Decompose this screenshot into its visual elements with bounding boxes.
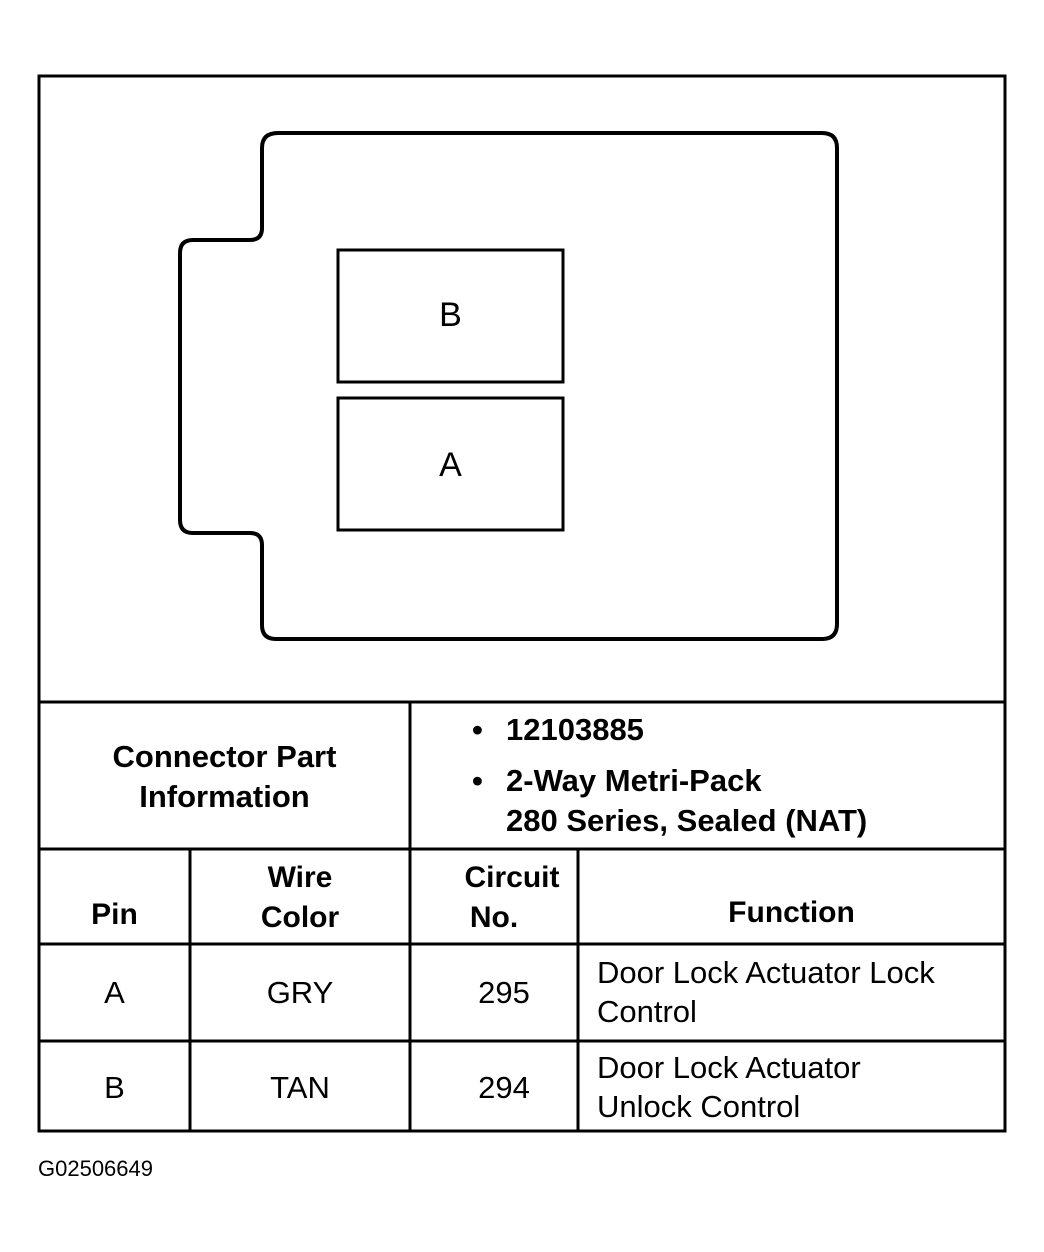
pin-b-cavity <box>336 248 565 384</box>
row-a-wire-color: GRY <box>266 975 334 1010</box>
pin-b-label: B <box>439 296 462 334</box>
part-info-label-line1: Connector Part <box>112 739 337 774</box>
header-circuit-line1: Circuit <box>464 861 560 894</box>
row-a-function: Door Lock Actuator Lock Control <box>597 953 1001 1031</box>
row-b-pin: B <box>104 1070 125 1105</box>
row-a-circuit: 295 <box>478 975 530 1010</box>
row-b-circuit: 294 <box>478 1070 530 1105</box>
part-number-bullet: • <box>472 712 483 747</box>
row-a-function-line2: Control <box>597 994 697 1029</box>
header-wire-color-line1: Wire <box>267 861 333 894</box>
header-wire-color-line2: Color <box>260 901 340 934</box>
figure-id: G02506649 <box>38 1156 153 1181</box>
part-number: 12103885 <box>506 712 644 747</box>
part-info-label: Connector Part Information <box>39 737 410 817</box>
row-a-pin: A <box>104 975 125 1010</box>
header-circuit-line2: No. <box>469 901 519 934</box>
outer-border <box>37 74 1007 1133</box>
part-info-label-line2: Information <box>139 779 310 814</box>
header-pin: Pin <box>91 898 138 931</box>
connector-type: 2-Way Metri-Pack <box>506 763 762 798</box>
header-wire-color: Wire Color <box>190 858 410 938</box>
header-circuit-no: Circuit No. <box>410 858 578 938</box>
row-b-function-line2: Unlock Control <box>597 1089 801 1124</box>
row-b-function: Door Lock Actuator Unlock Control <box>597 1048 1001 1126</box>
connector-outline <box>178 131 839 641</box>
row-b-function-line1: Door Lock Actuator <box>597 1050 861 1085</box>
header-function: Function <box>728 896 855 929</box>
connector-series: 280 Series, Sealed (NAT) <box>506 803 868 838</box>
pin-a-label: A <box>439 446 462 484</box>
row-b-wire-color: TAN <box>270 1070 330 1105</box>
pin-a-cavity <box>336 396 565 532</box>
row-a-function-line1: Door Lock Actuator Lock <box>597 955 935 990</box>
connector-type-bullet: • <box>472 763 483 798</box>
